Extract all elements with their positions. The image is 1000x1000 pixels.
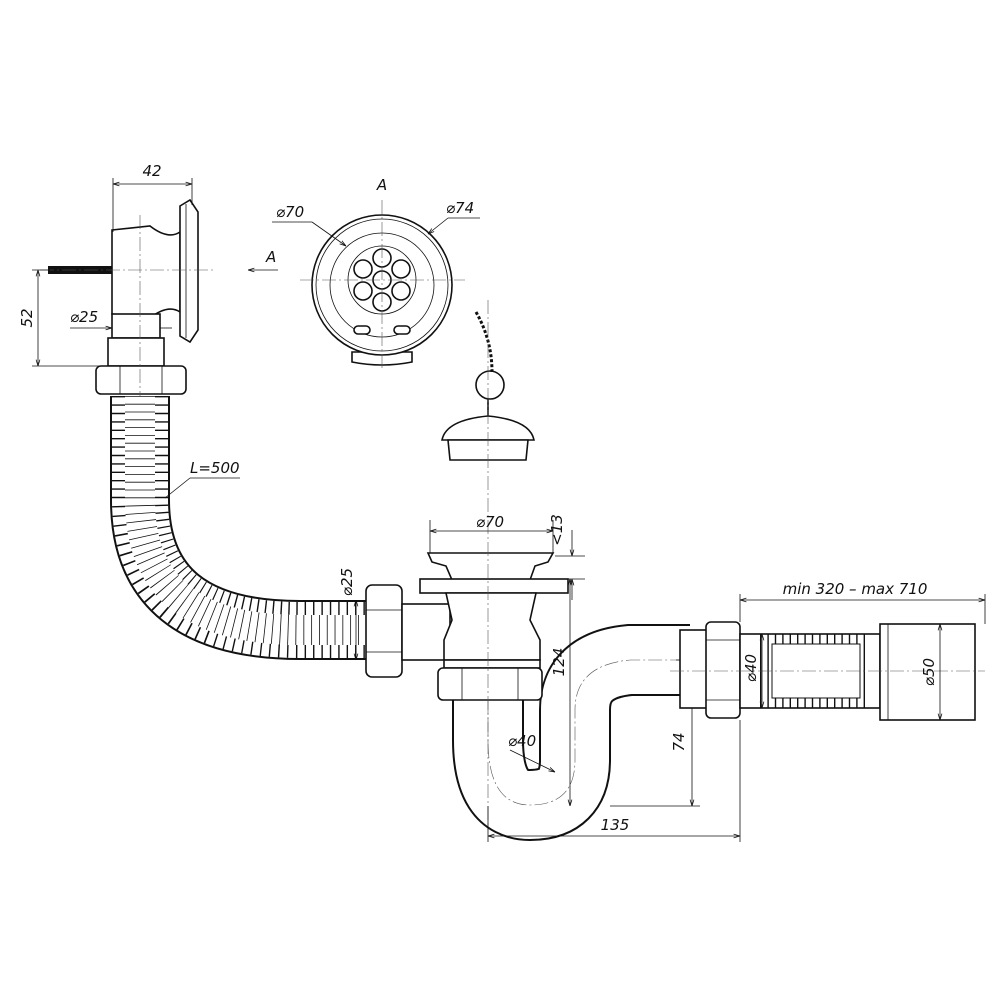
hose-connector: ⌀25 bbox=[338, 568, 451, 678]
drain-body: ⌀70 <13 124 bbox=[419, 513, 585, 830]
view-arrow-a: A bbox=[248, 248, 278, 270]
view-arrow-label: A bbox=[265, 248, 276, 266]
view-a-outer-diameter: ⌀74 bbox=[446, 199, 474, 217]
hose-length-label: L=500 bbox=[190, 459, 240, 477]
outlet-length-range: min 320 – max 710 bbox=[783, 580, 928, 598]
overflow-diameter-label: ⌀25 bbox=[70, 308, 98, 326]
view-a-inner-diameter: ⌀70 bbox=[276, 203, 304, 221]
outlet-outer-diameter: ⌀50 bbox=[920, 658, 938, 686]
s-trap bbox=[452, 624, 690, 842]
dimension-overflow-height: 52 bbox=[18, 269, 108, 367]
drain-height-label: 124 bbox=[550, 648, 568, 677]
outlet-inner-diameter: ⌀40 bbox=[742, 654, 760, 682]
overflow-height-label: 52 bbox=[18, 308, 36, 327]
drain-thickness-label: <13 bbox=[548, 514, 566, 546]
drain-diameter-label: ⌀70 bbox=[476, 513, 504, 531]
dimension-overflow-diameter: ⌀25 bbox=[70, 308, 172, 328]
outlet-pipe: min 320 – max 710 ⌀40 ⌀50 bbox=[670, 580, 986, 721]
view-a-title: A bbox=[376, 176, 387, 194]
plug-with-chain bbox=[441, 300, 535, 520]
corrugated-hose: L=500 bbox=[110, 396, 368, 660]
dimension-overflow-width: 42 bbox=[112, 162, 193, 232]
trap-diameter-label: ⌀40 bbox=[508, 732, 536, 750]
trap-depth-label: 74 bbox=[670, 732, 688, 751]
hose-diameter-label: ⌀25 bbox=[338, 568, 356, 596]
view-a-grate: A ⌀70 ⌀74 bbox=[272, 176, 480, 370]
overflow-unit bbox=[40, 198, 215, 400]
trap-offset-label: 135 bbox=[601, 816, 630, 834]
overflow-width-label: 42 bbox=[142, 162, 161, 180]
trap-dimensions: ⌀40 74 135 bbox=[487, 659, 741, 842]
